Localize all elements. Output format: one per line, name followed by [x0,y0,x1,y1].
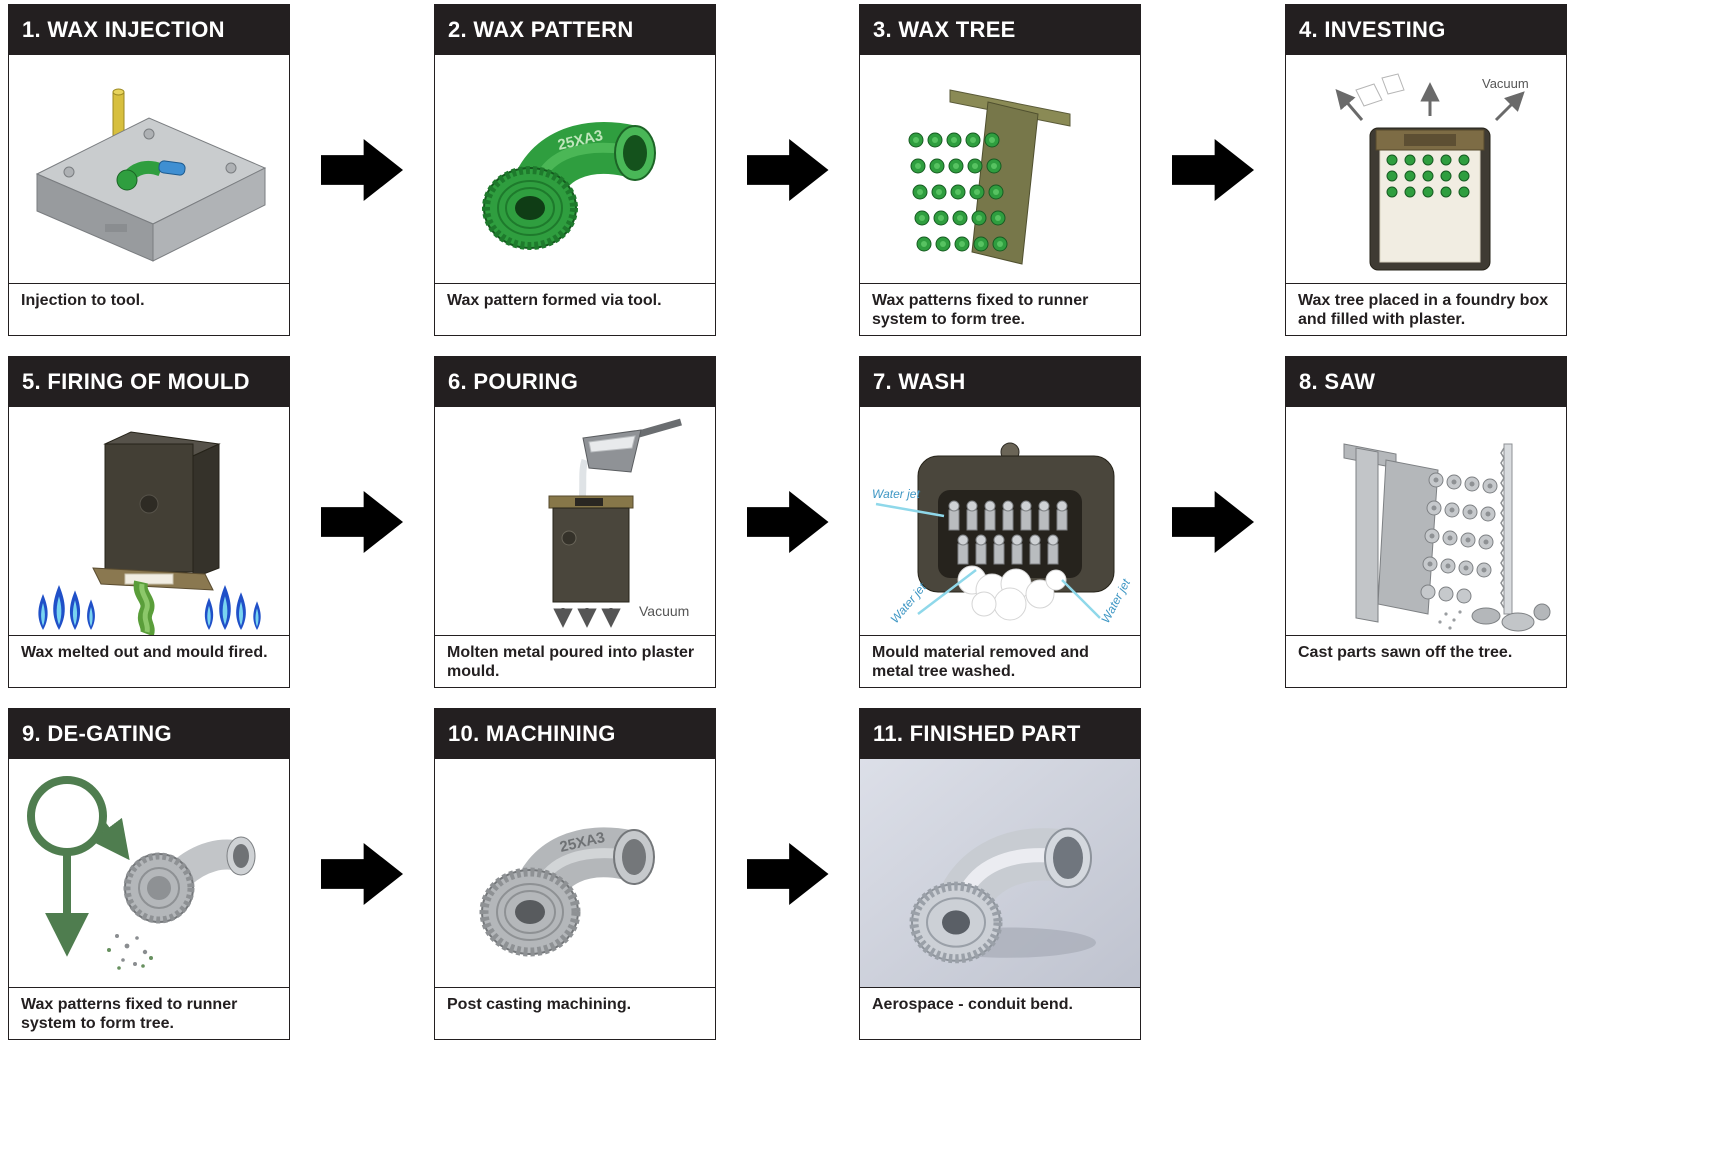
step-caption: Mould material removed and metal tree wa… [859,635,1141,688]
step-card-finished-part: 11. FINISHED PART Aerosp [859,708,1141,1040]
flow-arrow-icon [746,491,829,553]
step-header: 2. WAX PATTERN [434,4,716,55]
pouring-ladle-icon: Vacuum [548,418,689,628]
step-header: 10. MACHINING [434,708,716,759]
step-caption: Aerospace - conduit bend. [859,987,1141,1040]
wax-injection-tool-icon [35,88,267,262]
flow-arrow-icon [746,843,829,905]
step-caption: Injection to tool. [8,283,290,336]
vacuum-label: Vacuum [639,603,689,619]
flow-arrow-icon [1172,139,1254,201]
step-header: 5. FIRING OF MOULD [8,356,290,407]
step-card-de-gating: 9. DE-GATING [8,708,290,1040]
flow-arrow-icon [321,491,403,553]
step-card-wax-pattern: 2. WAX PATTERN 25XA3 Wax pattern formed … [434,4,716,336]
wash-box-icon: Water jet Water jet Water jet [872,442,1133,626]
investing-box-icon: Vacuum [1335,73,1529,271]
step-header: 11. FINISHED PART [859,708,1141,759]
step-title: 7. WASH [873,368,966,394]
step-caption: Wax tree placed in a foundry box and fil… [1285,283,1567,336]
step-header: 7. WASH [859,356,1141,407]
step-illustration: 25XA3 [434,759,716,987]
flow-arrow-icon [1172,491,1254,553]
finished-part-photo [860,759,1140,987]
water-jet-label: Water jet [872,487,920,501]
step-header: 8. SAW [1285,356,1567,407]
step-header: 4. INVESTING [1285,4,1567,55]
arrow-cell [716,356,859,688]
step-title: 2. WAX PATTERN [448,16,634,42]
step-title: 8. SAW [1299,368,1376,394]
step-card-investing: 4. INVESTING V [1285,4,1567,336]
step-title: 1. WAX INJECTION [22,16,225,42]
step-card-machining: 10. MACHINING 25XA3 Post casting machini… [434,708,716,1040]
step-caption: Wax patterns fixed to runner system to f… [8,987,290,1040]
step-illustration: Water jet Water jet Water jet [859,407,1141,635]
step-card-wash: 7. WASH Water jet Water jet W [859,356,1141,688]
step-title: 10. MACHINING [448,720,616,746]
wax-tree-icon [908,89,1071,265]
step-caption: Wax pattern formed via tool. [434,283,716,336]
step-title: 4. INVESTING [1299,16,1446,42]
step-illustration: Vacuum [1285,55,1567,283]
de-gating-icon [27,776,256,970]
flow-arrow-icon [746,139,829,201]
step-illustration [859,55,1141,283]
saw-tree-icon [1343,443,1551,632]
step-card-wax-injection: 1. WAX INJECTION Injection to tool. [8,4,290,336]
step-illustration: Vacuum [434,407,716,635]
investment-casting-process-diagram: 1. WAX INJECTION Injection to tool. [8,4,1567,1040]
step-header: 3. WAX TREE [859,4,1141,55]
step-card-pouring: 6. POURING Vacuum Molten metal [434,356,716,688]
step-caption: Molten metal poured into plaster mould. [434,635,716,688]
step-caption: Post casting machining. [434,987,716,1040]
step-header: 9. DE-GATING [8,708,290,759]
flow-arrow-icon [321,139,403,201]
step-header: 1. WAX INJECTION [8,4,290,55]
step-caption: Cast parts sawn off the tree. [1285,635,1567,688]
arrow-cell [290,4,434,336]
step-title: 6. POURING [448,368,579,394]
machining-part-icon: 25XA3 [479,827,655,957]
step-card-saw: 8. SAW [1285,356,1567,688]
step-title: 3. WAX TREE [873,16,1016,42]
step-title: 5. FIRING OF MOULD [22,368,250,394]
step-caption: Wax patterns fixed to runner system to f… [859,283,1141,336]
step-header: 6. POURING [434,356,716,407]
step-illustration [8,759,290,987]
firing-mould-icon [38,431,261,635]
step-illustration [8,407,290,635]
arrow-cell [290,708,434,1040]
step-caption: Wax melted out and mould fired. [8,635,290,688]
arrow-cell [1141,356,1285,688]
step-illustration: 25XA3 [434,55,716,283]
flow-arrow-icon [321,843,403,905]
arrow-cell [716,708,859,1040]
vacuum-label: Vacuum [1482,76,1529,91]
water-jet-label: Water jet [888,580,930,626]
step-card-wax-tree: 3. WAX TREE Wax patterns fixed to runner… [859,4,1141,336]
step-title: 9. DE-GATING [22,720,172,746]
arrow-cell [716,4,859,336]
step-title: 11. FINISHED PART [873,720,1081,746]
arrow-cell [290,356,434,688]
wax-pattern-icon: 25XA3 [482,122,656,250]
arrow-cell [1141,4,1285,336]
step-illustration [1285,407,1567,635]
step-card-firing-of-mould: 5. FIRING OF MOULD [8,356,290,688]
step-illustration [859,759,1141,987]
step-illustration [8,55,290,283]
